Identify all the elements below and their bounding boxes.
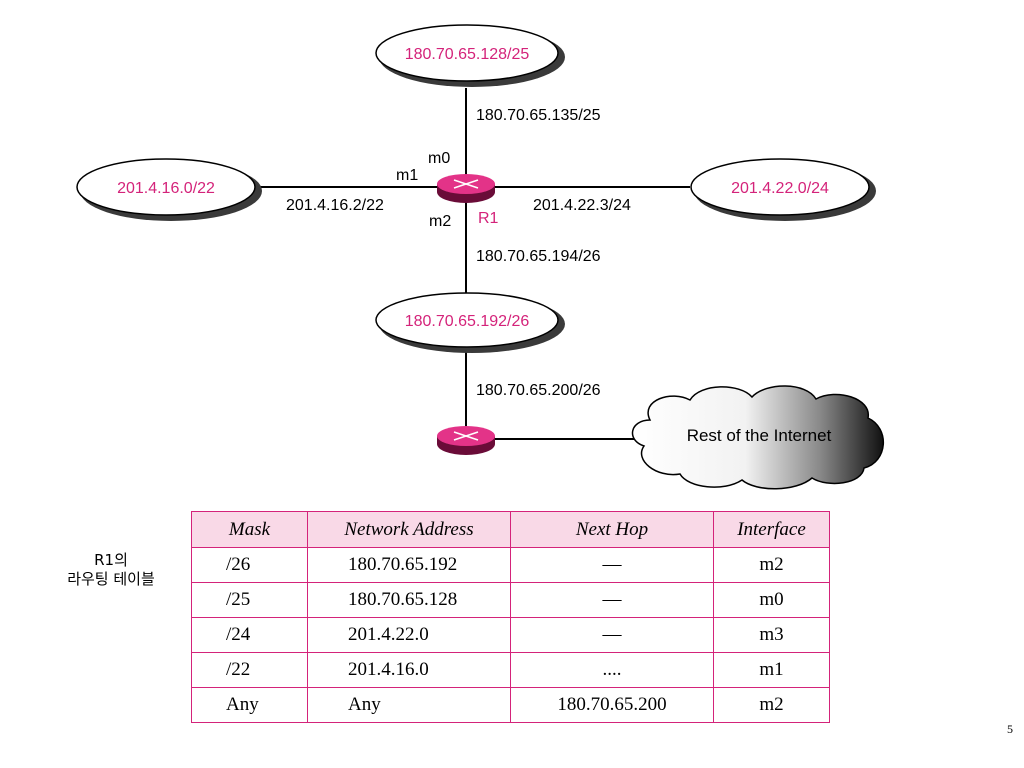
table-row: Any Any 180.70.65.200 m2	[191, 687, 830, 723]
network-right: 201.4.22.0/24	[690, 158, 876, 221]
cell-network-address: Any	[307, 687, 511, 723]
network-bottom-label: 180.70.65.192/26	[405, 313, 530, 330]
header-next-hop: Next Hop	[510, 511, 714, 548]
network-top-label: 180.70.65.128/25	[405, 46, 530, 63]
address-default-router: 180.70.65.200/26	[476, 382, 601, 399]
cell-interface: m2	[713, 687, 830, 723]
interface-m0-label: m0	[428, 150, 450, 167]
cell-network-address: 201.4.22.0	[307, 617, 511, 653]
cell-interface: m1	[713, 652, 830, 688]
links	[258, 88, 690, 440]
cell-network-address: 180.70.65.128	[307, 582, 511, 618]
address-m2: 180.70.65.194/26	[476, 248, 601, 265]
cell-interface: m3	[713, 617, 830, 653]
address-m3: 201.4.22.3/24	[533, 197, 631, 214]
routing-table: Mask Network Address Next Hop Interface …	[191, 511, 830, 723]
table-row: /26 180.70.65.192 — m2	[191, 547, 830, 583]
caption-line-1: R1의	[94, 551, 128, 569]
header-mask: Mask	[191, 511, 308, 548]
internet-label: Rest of the Internet	[687, 426, 832, 445]
caption-line-2: 라우팅 테이블	[67, 570, 155, 588]
router-default-icon	[437, 426, 495, 455]
address-m1: 201.4.16.2/22	[286, 197, 384, 214]
network-left-label: 201.4.16.0/22	[117, 180, 215, 197]
interface-m2-label: m2	[429, 213, 451, 230]
network-diagram: 180.70.65.128/25 201.4.16.0/22 201.4.22.…	[76, 24, 884, 490]
internet-cloud: Rest of the Internet	[631, 385, 884, 490]
header-interface: Interface	[713, 511, 830, 548]
cell-mask: /25	[191, 582, 308, 618]
header-network-address: Network Address	[307, 511, 511, 548]
cell-mask: /24	[191, 617, 308, 653]
network-top: 180.70.65.128/25	[375, 24, 565, 87]
network-left: 201.4.16.0/22	[76, 158, 262, 221]
cell-mask: /26	[191, 547, 308, 583]
cell-next-hop: ....	[510, 652, 714, 688]
routing-table-header: Mask Network Address Next Hop Interface	[191, 511, 830, 548]
cell-next-hop: 180.70.65.200	[510, 687, 714, 723]
cell-interface: m2	[713, 547, 830, 583]
network-right-label: 201.4.22.0/24	[731, 180, 829, 197]
routing-table-caption: R1의 라우팅 테이블	[46, 551, 176, 589]
cell-interface: m0	[713, 582, 830, 618]
network-bottom: 180.70.65.192/26	[375, 292, 565, 353]
router-r1-icon	[437, 174, 495, 203]
cell-network-address: 201.4.16.0	[307, 652, 511, 688]
cell-mask: /22	[191, 652, 308, 688]
table-row: /25 180.70.65.128 — m0	[191, 582, 830, 618]
cell-mask: Any	[191, 687, 308, 723]
address-m0: 180.70.65.135/25	[476, 107, 601, 124]
page-number: 5	[1007, 722, 1013, 736]
cell-next-hop: —	[510, 547, 714, 583]
interface-m1-label: m1	[396, 167, 418, 184]
cell-network-address: 180.70.65.192	[307, 547, 511, 583]
cell-next-hop: —	[510, 582, 714, 618]
table-row: /24 201.4.22.0 — m3	[191, 617, 830, 653]
router-r1-label: R1	[478, 210, 499, 227]
cell-next-hop: —	[510, 617, 714, 653]
table-row: /22 201.4.16.0 .... m1	[191, 652, 830, 688]
